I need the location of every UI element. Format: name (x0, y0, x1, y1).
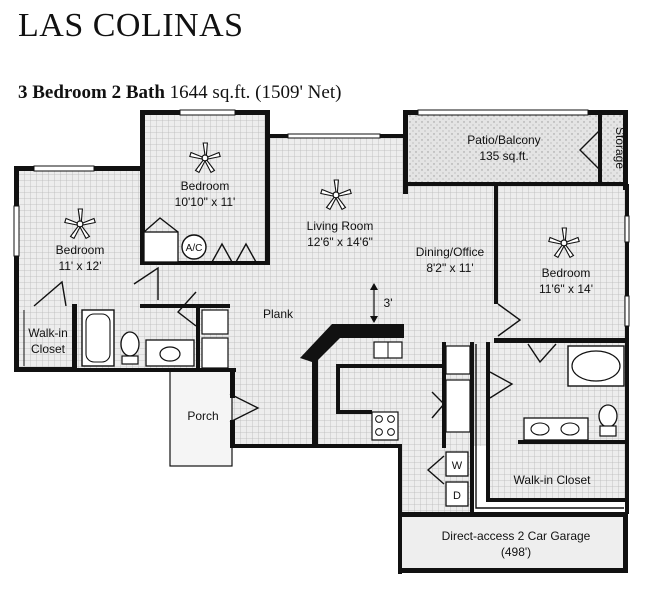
room-name: Bedroom (181, 179, 230, 193)
unit-summary: 3 Bedroom 2 Bath 1644 sq.ft. (1509' Net) (18, 81, 341, 105)
details (13, 109, 630, 509)
unit-area: 1644 sq.ft. (1509' Net) (169, 82, 342, 103)
plank-label: Plank (263, 307, 294, 321)
room-size: 11' x 12' (58, 259, 101, 273)
closet-label: Closet (31, 342, 66, 356)
room-name: Bedroom (542, 266, 591, 280)
plan-title: LAS COLINAS (18, 7, 244, 44)
ac-label: A/C (186, 243, 203, 254)
dimension-label: 3' (384, 296, 393, 310)
porch-label: Porch (187, 409, 218, 423)
room-size: 12'6" x 14'6" (307, 235, 373, 249)
room-name: Bedroom (56, 243, 105, 257)
closet-label: Walk-in Closet (514, 473, 592, 487)
garage-label: Direct-access 2 Car Garage (442, 529, 591, 543)
room-labels: Bedroom 11' x 12' Bedroom 10'10" x 11' L… (28, 127, 627, 559)
unit-type: 3 Bedroom 2 Bath (18, 82, 165, 103)
room-size: 8'2" x 11' (426, 261, 473, 275)
room-size: 135 sq.ft. (479, 149, 528, 163)
washer-label: W (452, 460, 463, 472)
closet-label: Walk-in (28, 326, 68, 340)
room-name: Patio/Balcony (467, 133, 540, 147)
room-size: 10'10" x 11' (175, 195, 236, 209)
garage-area: (498') (501, 545, 531, 559)
dryer-label: D (453, 490, 461, 502)
room-size: 11'6" x 14' (539, 282, 593, 296)
storage-label: Storage (613, 127, 627, 169)
room-name: Living Room (307, 219, 374, 233)
room-name: Dining/Office (416, 245, 485, 259)
